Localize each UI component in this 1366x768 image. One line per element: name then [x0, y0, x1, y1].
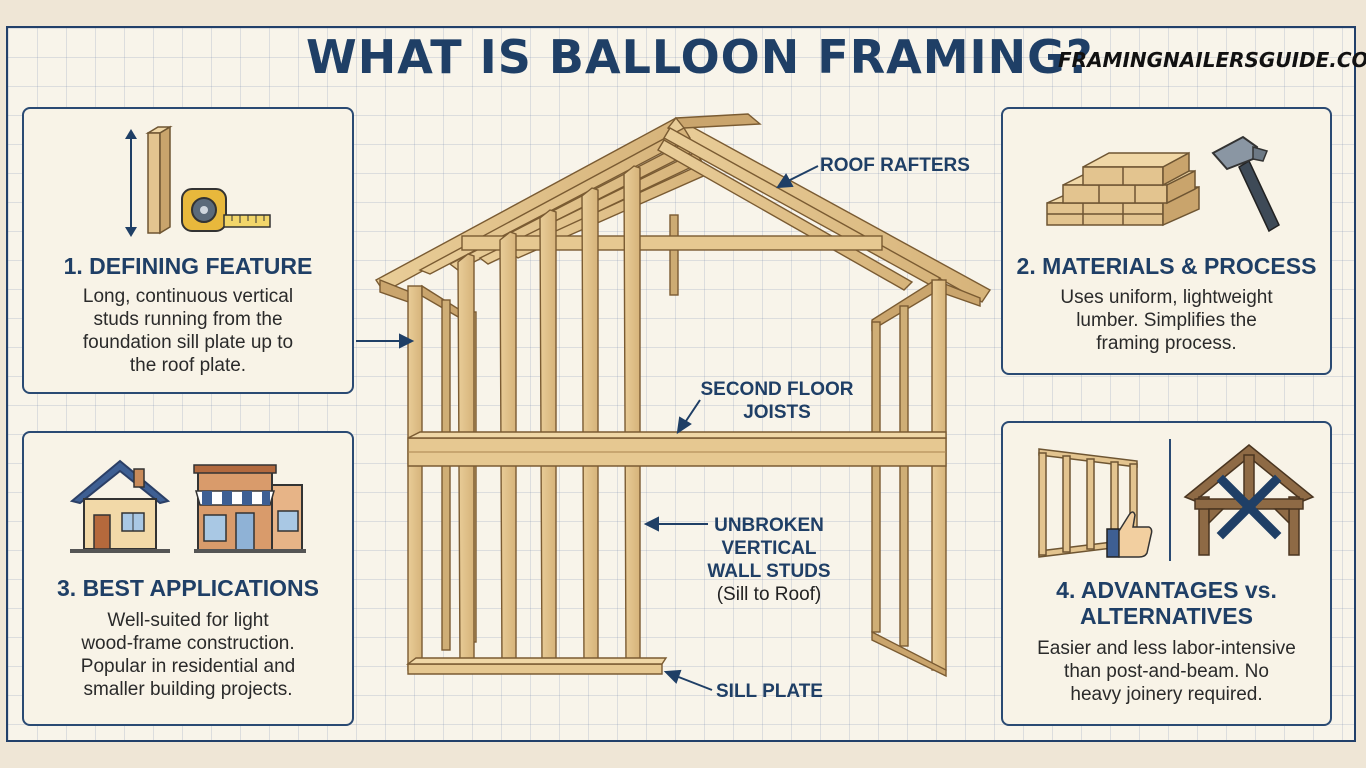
sill-plate	[405, 657, 668, 675]
thumbs-up-icon	[1106, 511, 1153, 558]
card-2-title: 2. MATERIALS & PROCESS	[1016, 253, 1317, 279]
card-4-line-1: Easier and less labor-intensive	[1037, 638, 1296, 659]
card-4-title: 4. ADVANTAGES vs. ALTERNATIVES	[1003, 577, 1330, 629]
card-2-line-2: lumber. Simplifies the	[1076, 310, 1257, 331]
card-defining-feature: 1. DEFINING FEATURE Long, continuous ver…	[22, 107, 354, 394]
card-4-line-3: heavy joinery required.	[1070, 684, 1263, 705]
label-studs-note: (Sill to Roof)	[716, 584, 822, 605]
card-materials-process: 2. MATERIALS & PROCESS Uses uniform, lig…	[1001, 107, 1332, 375]
label-studs-line-3: WALL STUDS	[707, 561, 831, 582]
label-roof-rafters: ROOF RAFTERS	[820, 155, 970, 176]
card-4-line-2: than post-and-beam. No	[1064, 661, 1269, 682]
site-url: FRAMINGNAILERSGUIDE.COM	[1058, 48, 1366, 72]
card-1-title: 1. DEFINING FEATURE	[63, 253, 313, 279]
card-2-line-1: Uses uniform, lightweight	[1060, 287, 1273, 308]
lumber-stack-icon	[1046, 151, 1200, 227]
card-1-line-3: foundation sill plate up to	[82, 332, 294, 353]
label-joists-line-1: SECOND FLOOR	[700, 379, 854, 400]
page-title: WHAT IS BALLOON FRAMING?	[306, 30, 1094, 84]
card-1-body: Long, continuous vertical studs running …	[24, 285, 352, 377]
hammer-icon	[1211, 135, 1280, 233]
label-sill-plate: SILL PLATE	[716, 681, 823, 702]
card-4-title-line-2: ALTERNATIVES	[1080, 603, 1253, 629]
vertical-arrow-icon	[125, 129, 137, 237]
ceiling-tie-beam	[461, 235, 883, 251]
back-wall-left-post	[669, 214, 679, 296]
card-2-line-3: framing process.	[1096, 333, 1237, 354]
card-3-line-4: smaller building projects.	[83, 679, 293, 700]
card-advantages: 4. ADVANTAGES vs. ALTERNATIVES Easier an…	[1001, 421, 1332, 726]
card-4-title-line-1: 4. ADVANTAGES vs.	[1056, 577, 1277, 603]
right-wall	[871, 279, 947, 678]
card-3-line-1: Well-suited for light	[107, 610, 269, 631]
stud-icon	[145, 125, 173, 235]
card-2-body: Uses uniform, lightweight lumber. Simpli…	[1003, 286, 1330, 355]
label-studs-line-1: UNBROKEN	[714, 515, 824, 536]
second-floor-joists	[407, 431, 947, 467]
card-1-line-4: the roof plate.	[129, 355, 247, 376]
house-icon	[69, 459, 171, 553]
card-3-line-2: wood-frame construction.	[81, 633, 295, 654]
card-1-line-2: studs running from the	[93, 309, 283, 330]
card-1-line-1: Long, continuous vertical	[82, 286, 294, 307]
label-second-floor-joists: SECOND FLOOR JOISTS	[692, 378, 862, 424]
label-studs-line-2: VERTICAL	[721, 538, 817, 559]
card-3-line-3: Popular in residential and	[80, 656, 296, 677]
cross-out-icon	[1216, 474, 1282, 540]
card-4-divider	[1169, 439, 1171, 561]
card-4-body: Easier and less labor-intensive than pos…	[1003, 637, 1330, 706]
tape-measure-icon	[181, 188, 271, 232]
storefront-icon	[193, 464, 306, 553]
label-wall-studs: UNBROKEN VERTICAL WALL STUDS (Sill to Ro…	[694, 514, 844, 606]
card-best-applications: 3. BEST APPLICATIONS Well-suited for lig…	[22, 431, 354, 726]
label-joists-line-2: JOISTS	[743, 402, 811, 423]
card-3-title: 3. BEST APPLICATIONS	[57, 575, 319, 601]
card-3-body: Well-suited for light wood-frame constru…	[24, 609, 352, 701]
